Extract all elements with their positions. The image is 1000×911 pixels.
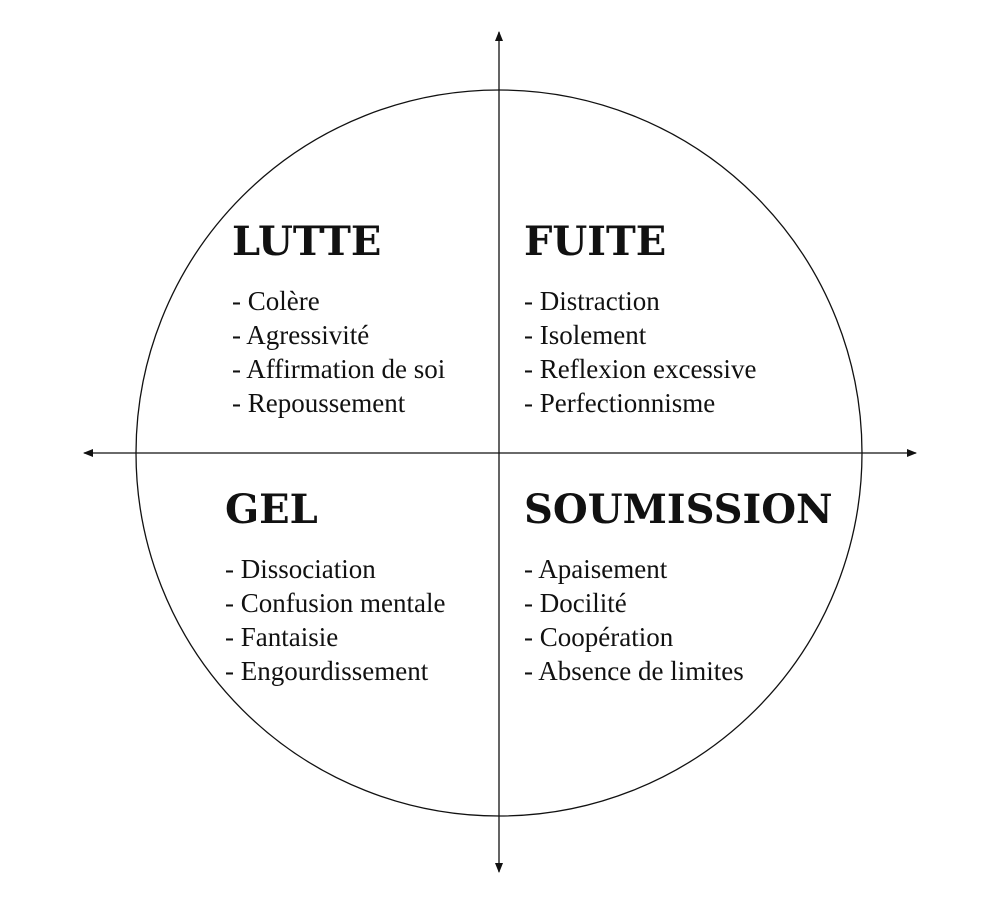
list-item: Coopération	[524, 620, 833, 654]
list-item: Engourdissement	[225, 654, 445, 688]
list-item: Absence de limites	[524, 654, 833, 688]
quadrant-gel: GEL Dissociation Confusion mentale Fanta…	[225, 490, 445, 688]
list-item: Fantaisie	[225, 620, 445, 654]
quadrant-list-lutte: Colère Agressivité Affirmation de soi Re…	[232, 284, 445, 420]
list-item: Agressivité	[232, 318, 445, 352]
list-item: Repoussement	[232, 386, 445, 420]
quadrant-list-gel: Dissociation Confusion mentale Fantaisie…	[225, 552, 446, 688]
quadrant-list-fuite: Distraction Isolement Reflexion excessiv…	[524, 284, 757, 420]
quadrant-title-fuite: FUITE	[524, 218, 667, 265]
quadrant-fuite: FUITE Distraction Isolement Reflexion ex…	[524, 222, 756, 420]
list-item: Perfectionnisme	[524, 386, 756, 420]
list-item: Reflexion excessive	[524, 352, 757, 386]
list-item: Isolement	[524, 318, 756, 352]
quadrant-lutte: LUTTE Colère Agressivité Affirmation de …	[232, 222, 445, 420]
quadrant-title-gel: GEL	[225, 486, 318, 533]
quadrant-title-soumission: SOUMISSION	[524, 486, 833, 533]
list-item: Docilité	[524, 586, 833, 620]
list-item: Affirmation de soi	[232, 352, 445, 386]
list-item: Colère	[232, 284, 445, 318]
list-item: Confusion mentale	[225, 586, 446, 620]
quadrant-soumission: SOUMISSION Apaisement Docilité Coopérati…	[524, 490, 833, 688]
quadrant-list-soumission: Apaisement Docilité Coopération Absence …	[524, 552, 833, 688]
list-item: Dissociation	[225, 552, 445, 586]
list-item: Distraction	[524, 284, 756, 318]
quadrant-title-lutte: LUTTE	[232, 218, 382, 265]
list-item: Apaisement	[524, 552, 833, 586]
